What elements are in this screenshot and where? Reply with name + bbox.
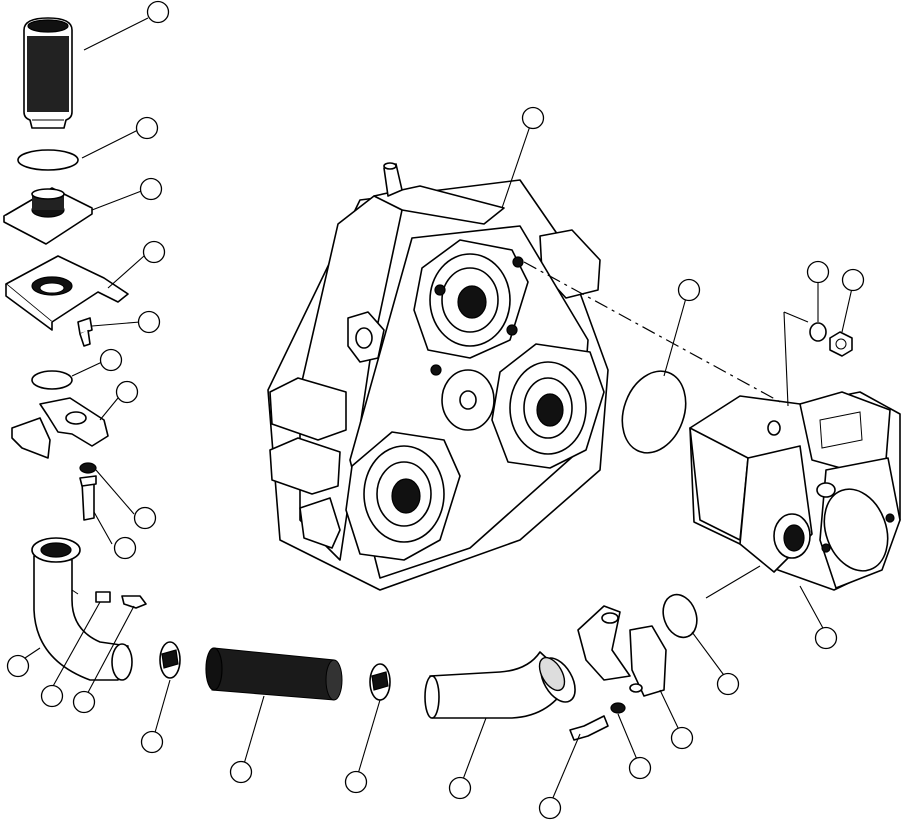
elbow-pipe	[31, 537, 133, 681]
o-ring-medium	[662, 593, 698, 639]
washer-left	[79, 462, 97, 474]
callout-circle	[140, 730, 164, 754]
split-flange-left	[11, 397, 109, 459]
callout-circle	[814, 626, 838, 650]
callout-circle	[115, 380, 139, 404]
callout-circle	[146, 0, 170, 24]
o-ring-top	[17, 149, 79, 171]
callout-circle	[99, 348, 123, 372]
callout-circle	[133, 506, 157, 530]
callout-circle	[448, 776, 472, 800]
callout-circle	[538, 796, 562, 820]
callout-circle	[139, 177, 163, 201]
callout-circle	[806, 260, 830, 284]
long-bolt	[79, 475, 97, 521]
bolt-small	[77, 317, 93, 347]
gearbox-housing	[267, 162, 609, 591]
callout-circle	[72, 690, 96, 714]
callout-circle	[677, 278, 701, 302]
split-flange-right	[577, 605, 667, 697]
leader-lines	[21, 17, 853, 801]
base-plate	[5, 255, 129, 331]
flex-hose	[205, 647, 343, 701]
hose-clamp-left	[159, 641, 181, 679]
callout-circle	[670, 726, 694, 750]
callout-circle	[142, 240, 166, 264]
hydraulic-pump	[689, 391, 901, 591]
washer-bottom	[610, 702, 626, 714]
cover-plate	[3, 187, 93, 245]
callout-circle	[344, 770, 368, 794]
elbow-pipe-right	[424, 651, 576, 719]
hose-clamp-right	[369, 663, 391, 701]
filter-element	[23, 17, 73, 129]
callout-circle	[521, 106, 545, 130]
callout-circle	[841, 268, 865, 292]
callout-group	[6, 0, 865, 820]
callout-circle	[137, 310, 161, 334]
assembly-centerline	[523, 261, 785, 405]
bolt-bottom	[569, 715, 609, 741]
nut-top-right	[829, 331, 853, 357]
fitting-small	[95, 591, 147, 609]
callout-circle	[628, 756, 652, 780]
washer-top-right	[809, 322, 827, 342]
callout-circle	[113, 536, 137, 560]
o-ring-large	[621, 370, 687, 454]
callout-circle	[229, 760, 253, 784]
callout-circle	[716, 672, 740, 696]
o-ring-small	[31, 370, 73, 390]
callout-circle	[135, 116, 159, 140]
callout-circle	[6, 654, 30, 678]
callout-circle	[40, 684, 64, 708]
